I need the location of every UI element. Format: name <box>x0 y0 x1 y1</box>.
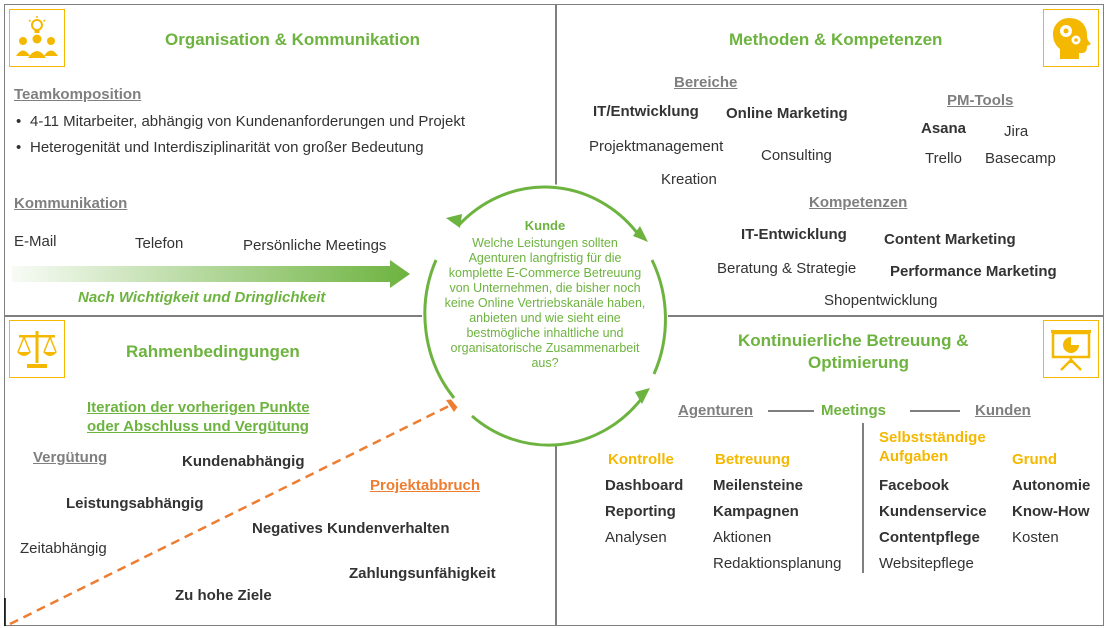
grund-heading: Grund <box>1012 451 1057 468</box>
q4-title-line-2: Optimierung <box>808 353 910 372</box>
kommunikation-heading: Kommunikation <box>14 195 128 212</box>
bereiche-heading: Bereiche <box>674 74 738 91</box>
betreuung-kampagnen: Kampagnen <box>713 503 799 520</box>
kontrolle-dashboard: Dashboard <box>605 477 684 494</box>
bereich-it: IT/Entwicklung <box>593 103 699 120</box>
betreuung-heading: Betreuung <box>715 451 790 468</box>
tool-asana: Asana <box>921 120 967 137</box>
kompetenz-performance-marketing: Performance Marketing <box>890 263 1057 280</box>
bereich-kreation: Kreation <box>661 171 717 188</box>
kontrolle-analysen: Analysen <box>605 529 667 546</box>
projektabbruch-heading: Projektabbruch <box>370 477 481 494</box>
q2-title: Methoden & Kompetenzen <box>729 30 943 49</box>
verguetung-leistungsabhaengig: Leistungsabhängig <box>66 495 204 512</box>
bereich-consulting: Consulting <box>761 147 832 164</box>
grund-autonomie: Autonomie <box>1012 477 1091 494</box>
teamkomposition-item: 4-11 Mitarbeiter, abhängig von Kundenanf… <box>30 113 466 130</box>
channel-meetings: Persönliche Meetings <box>243 237 387 254</box>
q4-column-divider <box>862 423 864 573</box>
team-idea-icon <box>9 9 65 67</box>
q1-title: Organisation & Kommunikation <box>165 30 421 49</box>
priority-label: Nach Wichtigkeit und Dringlichkeit <box>78 289 326 306</box>
priority-gradient-arrow <box>12 260 410 288</box>
kontrolle-reporting: Reporting <box>605 503 676 520</box>
channel-telefon: Telefon <box>135 235 184 252</box>
teamkomposition-item: Heterogenität und Interdisziplinarität v… <box>30 139 424 156</box>
q4-title-line-1: Kontinuierliche Betreuung & <box>738 331 969 350</box>
iteration-line-2: oder Abschluss und Vergütung <box>87 418 309 435</box>
abbruch-zu-hohe-ziele: Zu hohe Ziele <box>175 587 272 604</box>
aufgabe-facebook: Facebook <box>879 477 950 494</box>
bullet: • <box>16 113 22 130</box>
kunde-title: Kunde <box>524 218 566 233</box>
meeting-connector-left <box>768 410 814 412</box>
q3-title: Rahmenbedingungen <box>126 342 300 361</box>
selbststaendig-heading-1: Selbstständige <box>879 429 986 446</box>
grund-know-how: Know-How <box>1012 503 1090 520</box>
aufgabe-websitepflege: Websitepflege <box>879 555 974 572</box>
verguetung-heading: Vergütung <box>33 449 108 466</box>
betreuung-redaktionsplanung: Redaktionsplanung <box>713 555 842 572</box>
betreuung-meilensteine: Meilensteine <box>713 477 804 494</box>
kompetenz-beratung: Beratung & Strategie <box>717 260 857 277</box>
betreuung-aktionen: Aktionen <box>713 529 772 546</box>
bereich-online-marketing: Online Marketing <box>726 105 848 122</box>
tool-basecamp: Basecamp <box>985 150 1056 167</box>
teamkomposition-heading: Teamkomposition <box>14 86 142 103</box>
kunde-question: Welche Leistungen sollten Agenturen lang… <box>444 236 646 370</box>
tool-trello: Trello <box>925 150 962 167</box>
verguetung-zeitabhaengig: Zeitabhängig <box>20 540 107 557</box>
tool-jira: Jira <box>1004 123 1029 140</box>
meeting-agenturen: Agenturen <box>678 402 753 419</box>
abbruch-negatives-kundenverhalten: Negatives Kundenverhalten <box>252 520 450 537</box>
meeting-kunden: Kunden <box>975 402 1031 419</box>
kontrolle-heading: Kontrolle <box>608 451 674 468</box>
verguetung-kundenabhaengig: Kundenabhängig <box>182 453 305 470</box>
meeting-connector-right <box>910 410 960 412</box>
scales-icon <box>9 320 65 378</box>
selbststaendig-heading-2: Aufgaben <box>879 448 949 465</box>
kompetenz-shopentwicklung: Shopentwicklung <box>824 292 938 309</box>
grund-kosten: Kosten <box>1012 529 1059 546</box>
aufgabe-contentpflege: Contentpflege <box>879 529 980 546</box>
meeting-meetings: Meetings <box>821 402 887 419</box>
bereich-projektmanagement: Projektmanagement <box>589 138 724 155</box>
kompetenzen-heading: Kompetenzen <box>809 194 908 211</box>
bullet: • <box>16 139 22 156</box>
pm-tools-heading: PM-Tools <box>947 92 1014 109</box>
kompetenz-it-entwicklung: IT-Entwicklung <box>741 226 847 243</box>
kunde-circle-bg <box>422 184 668 446</box>
presentation-chart-icon <box>1043 320 1099 378</box>
kompetenz-content-marketing: Content Marketing <box>884 231 1016 248</box>
kunde-cycle-arrows <box>423 185 667 447</box>
channel-email: E-Mail <box>14 233 57 250</box>
aufgabe-kundenservice: Kundenservice <box>879 503 987 520</box>
head-gears-icon <box>1043 9 1099 67</box>
iteration-line-1: Iteration der vorherigen Punkte <box>87 399 310 416</box>
abbruch-zahlungsunfaehigkeit: Zahlungsunfähigkeit <box>349 565 496 582</box>
